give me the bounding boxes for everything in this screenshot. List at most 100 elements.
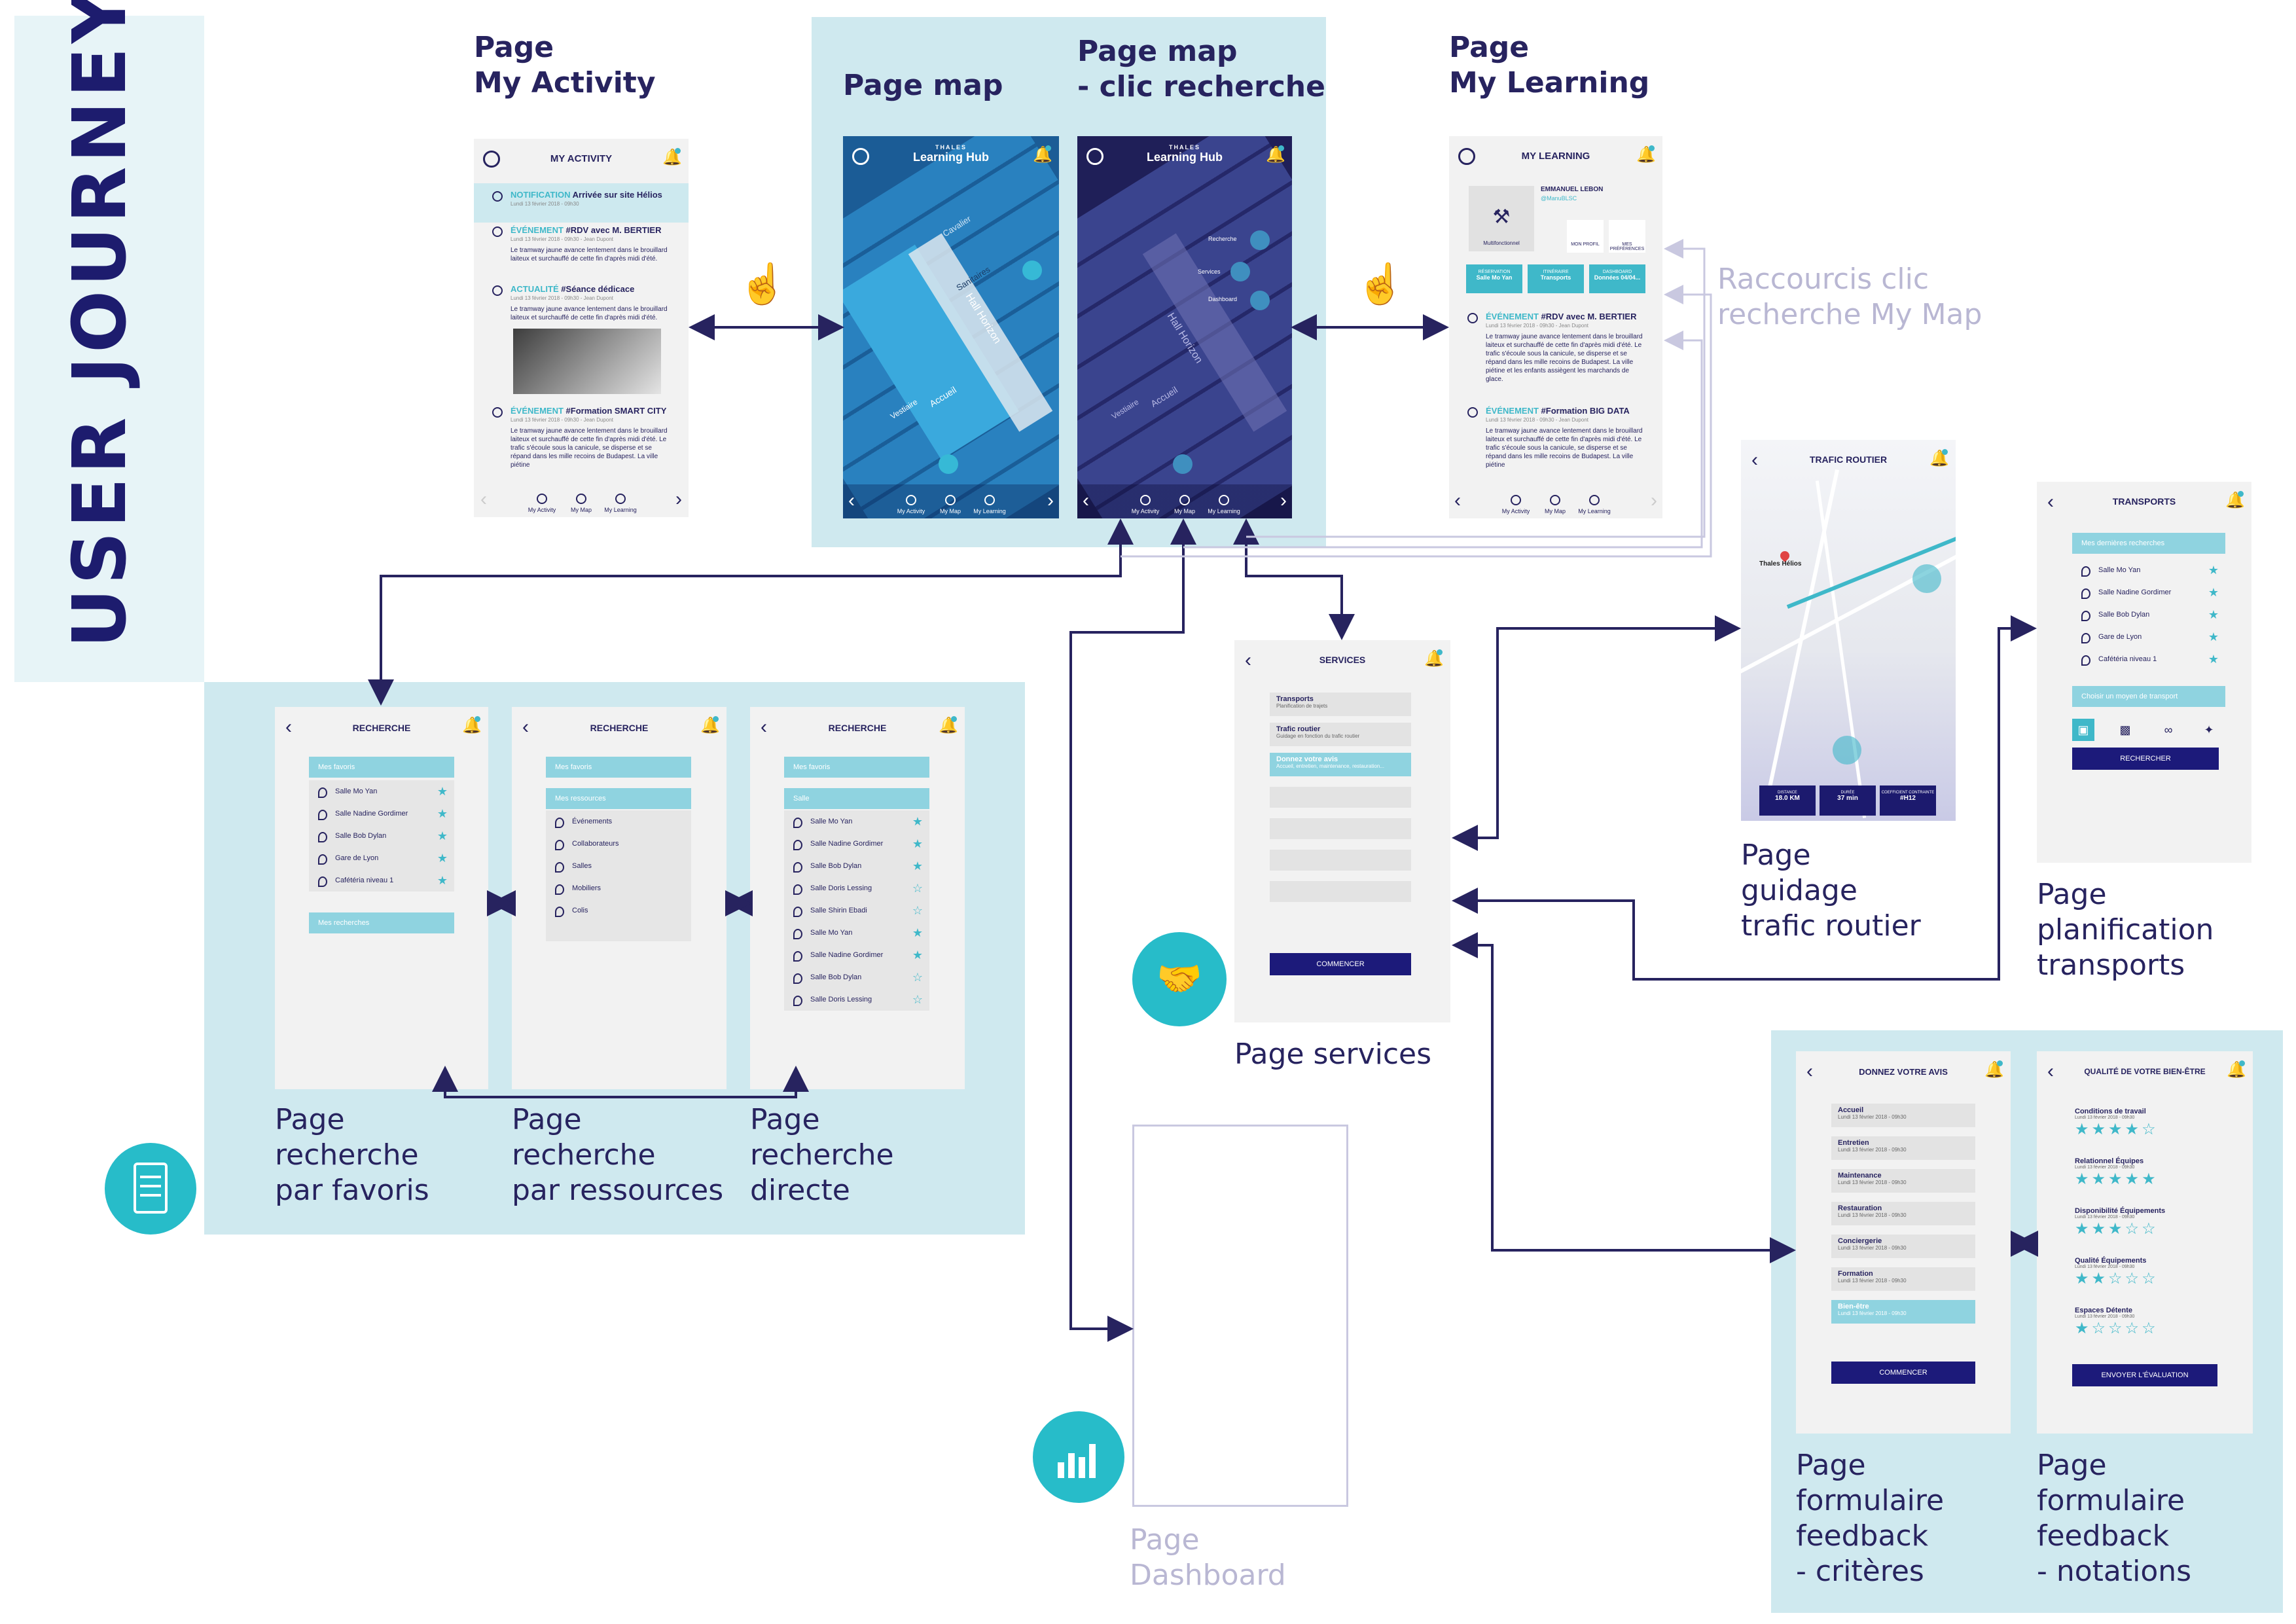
transport-mode-bar[interactable]: Choisir un moyen de transport bbox=[2072, 686, 2225, 707]
recent-searches-bar[interactable]: Mes recherches bbox=[309, 912, 454, 933]
chevron-left-icon[interactable]: ‹ bbox=[848, 490, 855, 511]
list-item[interactable]: Collaborateurs bbox=[546, 833, 691, 855]
list-item[interactable]: Cafétéria niveau 1★ bbox=[2072, 648, 2225, 670]
star-empty-icon[interactable]: ☆ bbox=[2091, 1320, 2109, 1337]
nav-my-activity[interactable]: My Activity bbox=[1496, 495, 1535, 514]
list-item[interactable]: Salle Mo Yan★ bbox=[784, 922, 929, 944]
star-empty-icon[interactable]: ☆ bbox=[2142, 1121, 2159, 1138]
preferences-button[interactable]: MES PRÉFÉRENCES bbox=[1609, 220, 1645, 253]
chevron-left-icon[interactable]: ‹ bbox=[285, 716, 292, 738]
shortcut-tile[interactable]: ITINÉRAIRE Transports bbox=[1528, 264, 1584, 293]
star-filled-icon[interactable]: ★ bbox=[2075, 1220, 2092, 1238]
chevron-right-icon[interactable]: › bbox=[675, 488, 682, 510]
search-shortcut-icon[interactable] bbox=[1250, 230, 1270, 250]
chevron-right-icon[interactable]: › bbox=[1047, 490, 1054, 511]
star-empty-icon[interactable]: ☆ bbox=[2142, 1320, 2159, 1337]
star-filled-icon[interactable]: ★ bbox=[2125, 1121, 2142, 1138]
recent-searches-bar[interactable]: Mes dernières recherches bbox=[2072, 533, 2225, 554]
locate-icon[interactable] bbox=[1173, 454, 1193, 474]
nav-my-activity[interactable]: My Activity bbox=[891, 495, 931, 514]
search-input[interactable]: Salle bbox=[784, 788, 929, 809]
list-item[interactable]: Salle Bob Dylan★ bbox=[2072, 604, 2225, 626]
chevron-left-icon[interactable]: ‹ bbox=[761, 716, 767, 738]
feed-item[interactable]: NOTIFICATION Arrivée sur site Hélios Lun… bbox=[474, 190, 689, 211]
list-item[interactable]: Salle Bob Dylan★ bbox=[309, 825, 454, 847]
shortcut-tile[interactable]: RÉSERVATION Salle Mo Yan bbox=[1466, 264, 1522, 293]
star-empty-icon[interactable]: ☆ bbox=[2125, 1320, 2142, 1337]
services-shortcut-icon[interactable] bbox=[1230, 262, 1250, 281]
service-traffic[interactable]: Trafic routier Guidage en fonction du tr… bbox=[1270, 723, 1411, 746]
nav-my-learning[interactable]: My Learning bbox=[970, 495, 1009, 514]
nav-my-map[interactable]: My Map bbox=[1535, 495, 1575, 514]
star-filled-icon[interactable]: ★ bbox=[2075, 1170, 2092, 1188]
feed-item[interactable]: ÉVÉNEMENT #RDV avec M. BERTIER Lundi 13 … bbox=[474, 225, 689, 263]
star-filled-icon[interactable]: ★ bbox=[2108, 1170, 2125, 1188]
star-filled-icon[interactable]: ★ bbox=[2091, 1170, 2109, 1188]
chevron-left-icon[interactable]: ‹ bbox=[1245, 649, 1251, 671]
nav-my-learning[interactable]: My Learning bbox=[1575, 495, 1614, 514]
shortcut-tile[interactable]: DASHBOARD Données 04/04... bbox=[1589, 264, 1645, 293]
nav-my-activity[interactable]: My Activity bbox=[522, 494, 562, 513]
star-empty-icon[interactable]: ☆ bbox=[2125, 1220, 2142, 1238]
nav-my-map[interactable]: My Map bbox=[931, 495, 970, 514]
chevron-right-icon[interactable]: › bbox=[1280, 490, 1287, 511]
star-empty-icon[interactable]: ☆ bbox=[2108, 1320, 2125, 1337]
list-item[interactable]: Événements bbox=[546, 810, 691, 833]
list-item[interactable]: Salle Doris Lessing☆ bbox=[784, 877, 929, 899]
chevron-left-icon[interactable]: ‹ bbox=[1083, 490, 1089, 511]
chevron-right-icon[interactable]: › bbox=[1651, 490, 1657, 511]
service-transports[interactable]: Transports Planification de trajets bbox=[1270, 693, 1411, 716]
dashboard-shortcut-icon[interactable] bbox=[1250, 291, 1270, 310]
list-item[interactable]: Salle Mo Yan★ bbox=[784, 810, 929, 833]
bus-icon[interactable]: ▣ bbox=[2072, 719, 2094, 741]
locate-icon[interactable] bbox=[939, 454, 958, 474]
list-item[interactable]: Cafétéria niveau 1★ bbox=[309, 869, 454, 892]
list-item[interactable]: Salle Bob Dylan★ bbox=[784, 855, 929, 877]
star-empty-icon[interactable]: ☆ bbox=[2142, 1270, 2159, 1288]
favorites-bar[interactable]: Mes favoris bbox=[546, 757, 691, 778]
star-filled-icon[interactable]: ★ bbox=[2091, 1270, 2109, 1288]
star-filled-icon[interactable]: ★ bbox=[2075, 1320, 2092, 1337]
zoom-icon[interactable] bbox=[1912, 564, 1941, 593]
star-filled-icon[interactable]: ★ bbox=[2125, 1170, 2142, 1188]
list-item[interactable]: Salle Nadine Gordimer★ bbox=[784, 833, 929, 855]
search-button[interactable]: RECHERCHER bbox=[2072, 748, 2219, 770]
favorites-bar[interactable]: Mes favoris bbox=[784, 757, 929, 778]
nav-my-map[interactable]: My Map bbox=[1165, 495, 1204, 514]
start-button[interactable]: COMMENCER bbox=[1831, 1362, 1975, 1384]
star-filled-icon[interactable]: ★ bbox=[2142, 1170, 2159, 1188]
list-item[interactable]: Mobiliers bbox=[546, 877, 691, 899]
star-filled-icon[interactable]: ★ bbox=[2091, 1121, 2109, 1138]
feed-item[interactable]: ÉVÉNEMENT #Formation SMART CITY Lundi 13… bbox=[474, 406, 689, 469]
star-filled-icon[interactable]: ★ bbox=[2075, 1121, 2092, 1138]
chevron-left-icon[interactable]: ‹ bbox=[480, 488, 487, 510]
chevron-left-icon[interactable]: ‹ bbox=[2047, 491, 2054, 513]
favorites-bar[interactable]: Mes favoris bbox=[309, 757, 454, 778]
list-item[interactable]: Salle Mo Yan★ bbox=[2072, 559, 2225, 581]
list-item[interactable]: Salle Mo Yan★ bbox=[309, 780, 454, 803]
zoom-icon[interactable] bbox=[1022, 261, 1042, 280]
feed-item[interactable]: ACTUALITÉ #Séance dédicace Lundi 13 févr… bbox=[474, 284, 689, 322]
list-item[interactable]: Salles bbox=[546, 855, 691, 877]
list-item[interactable]: Gare de Lyon★ bbox=[309, 847, 454, 869]
list-item[interactable]: Salle Nadine Gordimer★ bbox=[2072, 581, 2225, 604]
nav-my-activity[interactable]: My Activity bbox=[1126, 495, 1165, 514]
service-feedback[interactable]: Donnez votre avis Accueil, entretien, ma… bbox=[1270, 753, 1411, 776]
star-empty-icon[interactable]: ☆ bbox=[2108, 1270, 2125, 1288]
settings-icon[interactable] bbox=[483, 151, 500, 168]
profile-button[interactable]: MON PROFIL bbox=[1567, 220, 1604, 253]
chevron-left-icon[interactable]: ‹ bbox=[1751, 449, 1758, 471]
star-filled-icon[interactable]: ★ bbox=[2108, 1121, 2125, 1138]
star-empty-icon[interactable]: ☆ bbox=[2125, 1270, 2142, 1288]
star-empty-icon[interactable]: ☆ bbox=[2142, 1220, 2159, 1238]
feed-item[interactable]: ÉVÉNEMENT #RDV avec M. BERTIER Lundi 13 … bbox=[1449, 312, 1662, 384]
list-item[interactable]: Salle Nadine Gordimer★ bbox=[784, 944, 929, 966]
